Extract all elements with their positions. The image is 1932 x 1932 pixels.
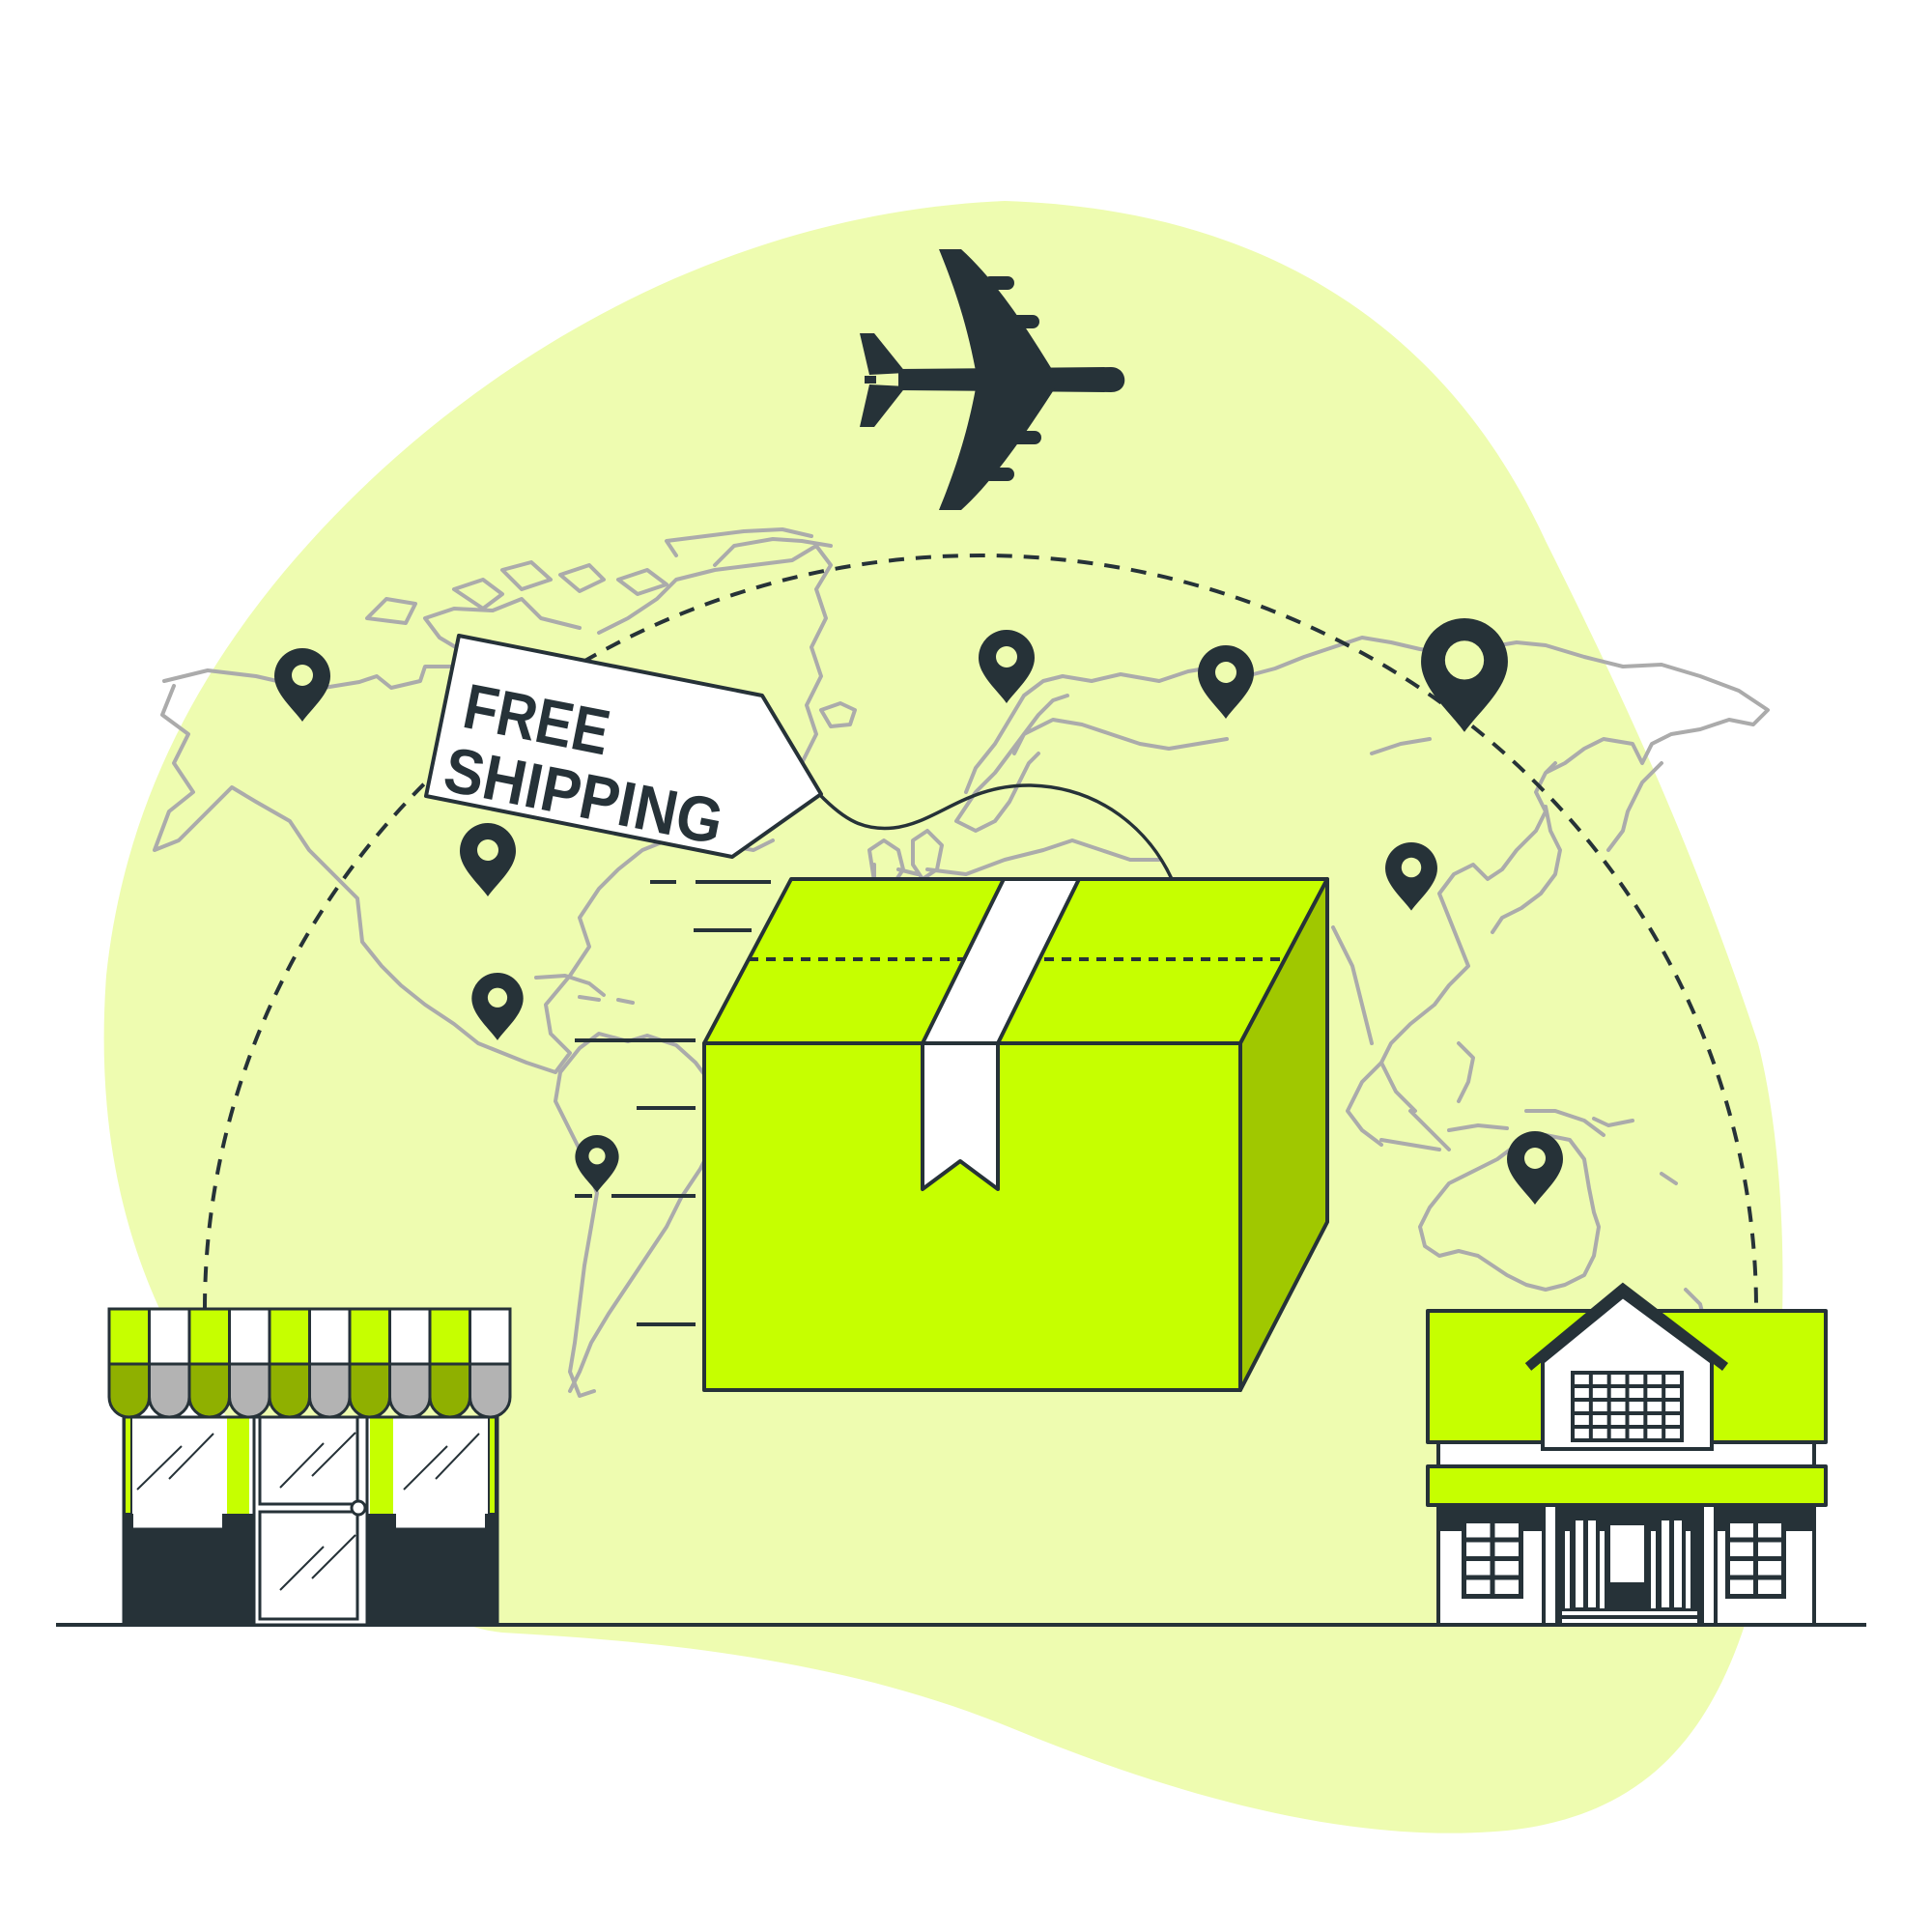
shop-left-pillar — [227, 1417, 249, 1514]
house-upper-window — [1571, 1371, 1684, 1442]
map-pin-icon — [1385, 842, 1437, 911]
box-tape-ribbon — [921, 1041, 1000, 1191]
shop-left-window — [133, 1417, 222, 1529]
map-pin-icon — [575, 1135, 619, 1193]
shop-left-pole — [124, 1416, 132, 1515]
parcel-box — [702, 877, 1329, 1392]
house-fascia — [1426, 1464, 1828, 1507]
map-scandinavia — [819, 674, 1069, 794]
tag-string — [817, 783, 1174, 880]
shop-door-knob — [350, 1499, 367, 1517]
shop-door-bottom-pane — [258, 1510, 359, 1621]
map-japan — [1491, 805, 1562, 934]
world-map — [153, 527, 1770, 1398]
map-greenland — [665, 527, 833, 567]
map-pin-icon — [1421, 618, 1508, 732]
map-arctic-islands — [365, 560, 668, 625]
map-caribbean — [534, 974, 635, 1005]
house-gable-roofline — [1524, 1282, 1729, 1371]
map-pin-icon — [1198, 645, 1254, 719]
map-pin-icon — [460, 823, 516, 896]
map-pin-icon — [1507, 1131, 1563, 1205]
house-sidelights — [1565, 1520, 1690, 1608]
house-steps — [1562, 1611, 1697, 1623]
house-building — [1426, 1282, 1828, 1627]
house-right-pillar — [1700, 1503, 1718, 1627]
shop-right-pillar — [370, 1417, 393, 1514]
airplane-icon — [860, 249, 1125, 510]
shop-right-pole — [488, 1416, 497, 1515]
tag-shape — [424, 634, 823, 859]
map-pin-icon — [274, 648, 330, 722]
speed-lines — [575, 880, 771, 1326]
house-left-pillar — [1542, 1503, 1559, 1627]
location-pins — [274, 618, 1563, 1205]
shop-door-top-pane — [258, 1415, 359, 1506]
glass-reflections — [136, 1432, 480, 1591]
shop-building — [107, 1307, 512, 1627]
map-pin-icon — [471, 973, 524, 1040]
map-pin-icon — [979, 630, 1035, 703]
route-arc — [203, 554, 1758, 1310]
map-asia — [1061, 636, 1770, 1113]
house-lower-windows — [1462, 1519, 1786, 1599]
map-indonesia — [1379, 1109, 1605, 1151]
map-south-asia — [1331, 925, 1475, 1151]
house-door-panel — [1610, 1525, 1644, 1582]
shop-awning — [107, 1307, 512, 1419]
